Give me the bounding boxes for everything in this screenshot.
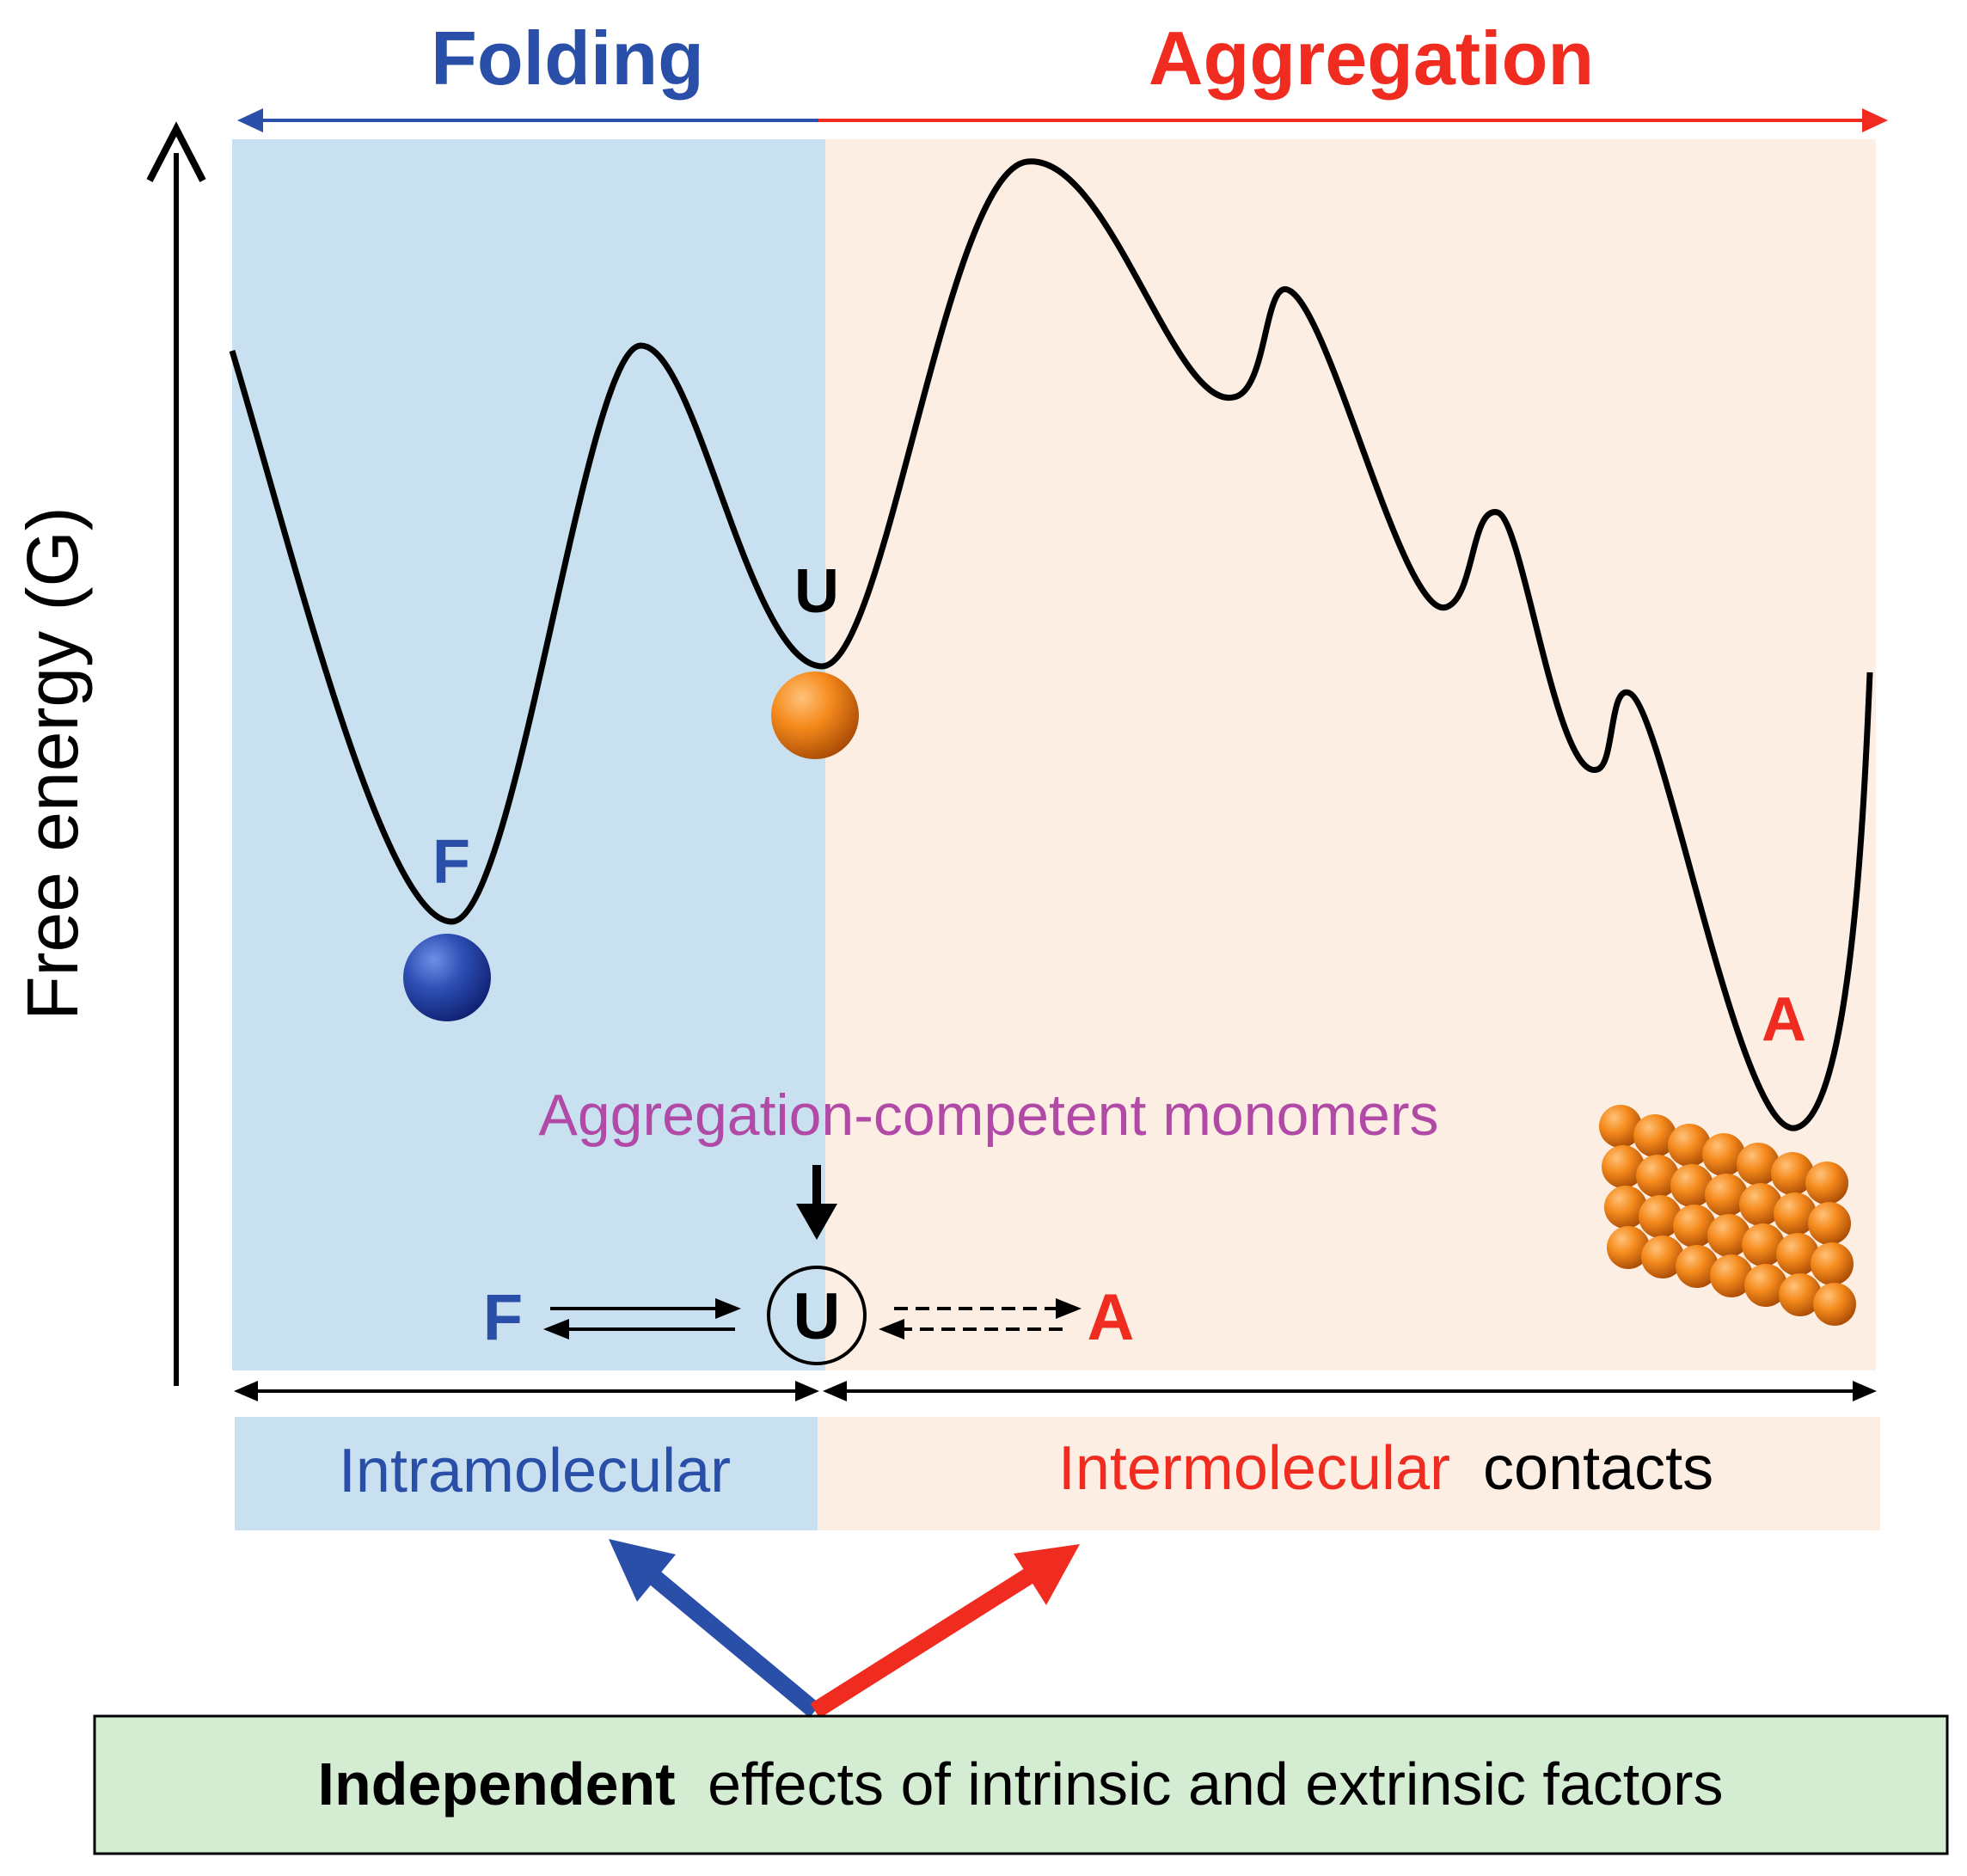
aggregate-sphere — [1707, 1214, 1750, 1257]
aggregation-region — [825, 139, 1876, 1370]
aggregate-sphere — [1602, 1145, 1645, 1188]
aggregate-sphere — [1607, 1226, 1650, 1269]
aggregate-sphere — [1604, 1186, 1647, 1229]
y-axis-label: Free energy (G) — [12, 506, 93, 1021]
aggregate-sphere — [1641, 1235, 1684, 1278]
aggregate-sphere — [1771, 1152, 1814, 1195]
factors-box — [93, 1714, 1949, 1855]
unfolded-state-ball-icon — [771, 671, 859, 759]
aggregate-sphere — [1710, 1254, 1753, 1297]
folded-state-ball-icon — [403, 934, 491, 1021]
aggregate-sphere — [1742, 1223, 1785, 1266]
aggregate-sphere — [1811, 1242, 1854, 1285]
aggregate-sphere — [1737, 1143, 1780, 1186]
intramolecular-range-arrow — [234, 1381, 819, 1401]
f-u-equilibrium-arrows — [543, 1298, 741, 1340]
aggregate-sphere — [1813, 1283, 1856, 1326]
aggregate-sphere — [1636, 1155, 1679, 1198]
folding-range-arrow — [237, 108, 818, 132]
free-energy-curve — [229, 158, 1873, 1131]
aggregate-sphere — [1776, 1233, 1819, 1276]
u-a-dashed-arrows — [879, 1298, 1082, 1340]
unfolded-circle-marker — [767, 1266, 867, 1365]
aggregate-sphere — [1779, 1273, 1822, 1316]
aggregate-sphere — [1808, 1202, 1851, 1245]
aggregate-sphere — [1670, 1164, 1713, 1207]
aggregated-state-label: A — [1762, 985, 1806, 1054]
folding-region — [232, 139, 825, 1370]
equilibrium-a-label: A — [1088, 1281, 1135, 1354]
aggregate-sphere — [1702, 1133, 1745, 1176]
aggregate-sphere — [1673, 1205, 1716, 1248]
contacts-label: contacts — [1483, 1434, 1713, 1503]
intermolecular-contacts-text: Intermolecular contacts — [1058, 1434, 1713, 1503]
intramolecular-label: Intramolecular — [339, 1437, 731, 1505]
intramolecular-box — [235, 1417, 818, 1530]
intermolecular-label: Intermolecular — [1058, 1434, 1450, 1503]
aggregate-sphere — [1668, 1124, 1711, 1167]
aggregation-title: Aggregation — [1149, 15, 1594, 101]
aggregate-sphere — [1599, 1105, 1642, 1148]
equilibrium-u-label: U — [794, 1280, 841, 1353]
aggregate-sphere — [1639, 1195, 1682, 1238]
unfolded-state-label: U — [794, 557, 839, 626]
aggregate-sphere — [1744, 1264, 1787, 1307]
equilibrium-f-label: F — [483, 1281, 523, 1354]
aggregate-sphere — [1805, 1162, 1848, 1205]
monomers-down-arrow — [796, 1165, 837, 1240]
aggregate-sphere — [1705, 1174, 1748, 1217]
factors-bold-label: Independent — [318, 1750, 676, 1818]
factors-rest-label: effects of intrinsic and extrinsic facto… — [708, 1750, 1723, 1818]
intermolecular-box — [818, 1417, 1880, 1530]
factors-text: Independent effects of intrinsic and ext… — [318, 1750, 1724, 1818]
aggregate-sphere — [1633, 1114, 1676, 1157]
aggregate-sphere — [1676, 1245, 1719, 1288]
blue-influence-arrow — [609, 1539, 821, 1718]
aggregate-cluster-icon — [1599, 1105, 1856, 1326]
y-axis-arrow — [146, 121, 206, 1386]
aggregation-range-arrow — [818, 108, 1888, 132]
folding-title: Folding — [431, 15, 704, 101]
monomers-label: Aggregation-competent monomers — [539, 1082, 1439, 1148]
aggregate-sphere — [1739, 1183, 1782, 1226]
folded-state-label: F — [432, 828, 470, 897]
red-influence-arrow — [810, 1544, 1080, 1719]
aggregate-sphere — [1774, 1192, 1817, 1235]
intermolecular-range-arrow — [823, 1381, 1877, 1401]
